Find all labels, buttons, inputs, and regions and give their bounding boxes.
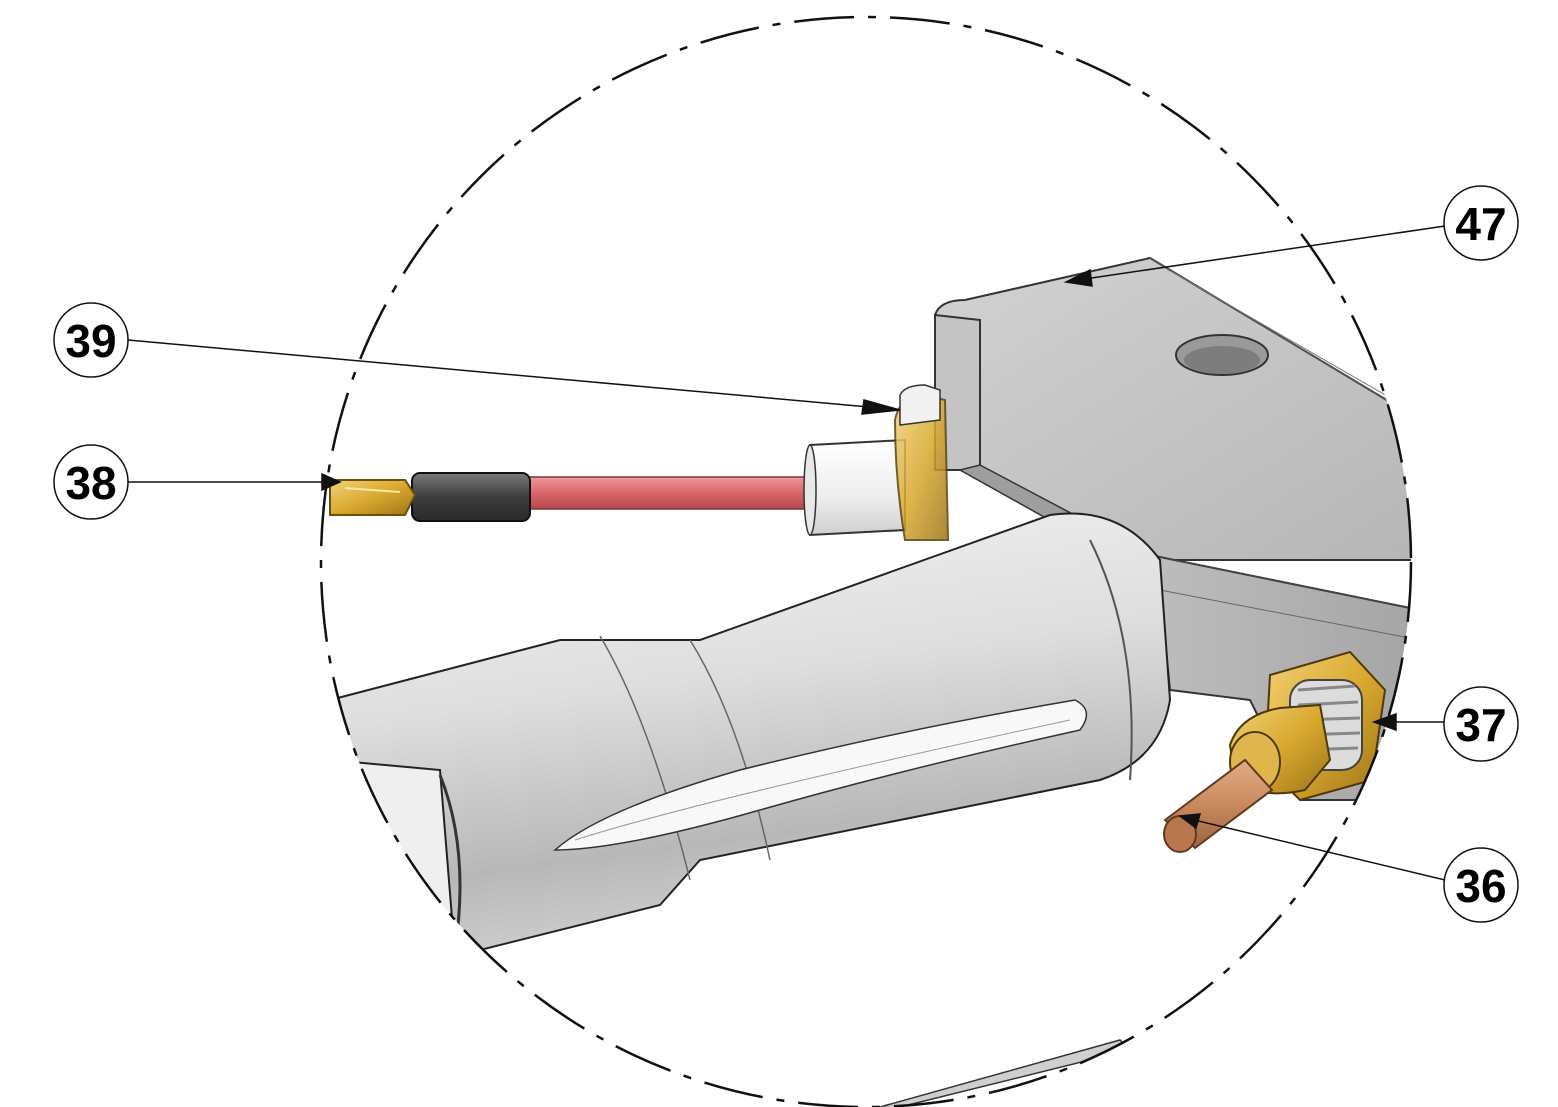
callout-37: 37 — [1443, 686, 1519, 762]
callout-36: 36 — [1443, 847, 1519, 923]
leader-lines — [127, 225, 1446, 881]
ignitor-electrode — [329, 384, 950, 541]
detail-view-contents — [329, 256, 1411, 1107]
callout-47-label: 47 — [1455, 198, 1506, 250]
callout-37-label: 37 — [1455, 699, 1506, 751]
callout-38-label: 38 — [65, 457, 116, 509]
copper-gas-tube — [1163, 758, 1274, 853]
callout-36-label: 36 — [1455, 860, 1506, 912]
burner-tube — [329, 512, 1172, 962]
lower-frame-edge — [879, 1039, 1132, 1107]
callout-39: 39 — [53, 302, 129, 378]
detail-circle — [319, 15, 1413, 1107]
callout-47: 47 — [1443, 185, 1519, 261]
callout-38: 38 — [53, 444, 129, 520]
callout-39-label: 39 — [65, 315, 116, 367]
